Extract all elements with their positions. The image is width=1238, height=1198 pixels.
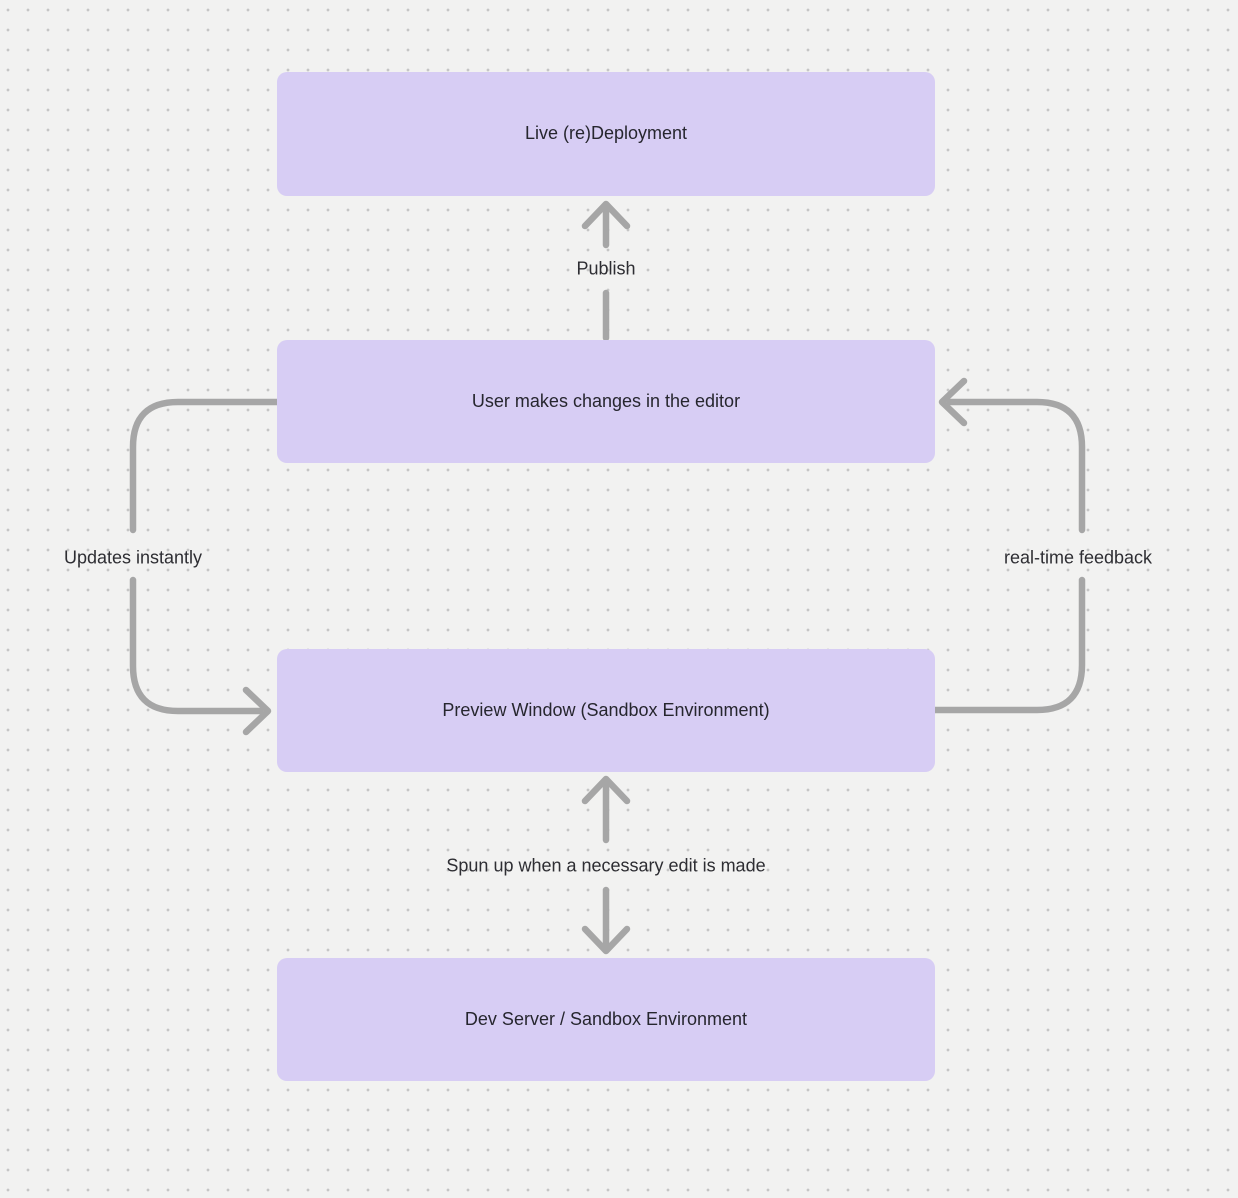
edge-label-realtime-feedback: real-time feedback xyxy=(1003,547,1153,568)
node-dev-server[interactable]: Dev Server / Sandbox Environment xyxy=(277,958,935,1081)
edge-label-publish: Publish xyxy=(576,258,636,279)
node-preview-window[interactable]: Preview Window (Sandbox Environment) xyxy=(277,649,935,772)
node-dev-server-label: Dev Server / Sandbox Environment xyxy=(464,1008,748,1029)
node-user-changes-label: User makes changes in the editor xyxy=(471,390,741,411)
edge-label-updates-instantly: Updates instantly xyxy=(63,547,203,568)
edge-label-spun-up: Spun up when a necessary edit is made xyxy=(446,855,766,876)
node-live-redeployment-label: Live (re)Deployment xyxy=(524,123,688,144)
realtime-feedback-arrow xyxy=(931,377,1086,714)
node-user-changes[interactable]: User makes changes in the editor xyxy=(277,340,935,463)
node-preview-window-label: Preview Window (Sandbox Environment) xyxy=(442,699,770,720)
node-live-redeployment[interactable]: Live (re)Deployment xyxy=(277,72,935,196)
